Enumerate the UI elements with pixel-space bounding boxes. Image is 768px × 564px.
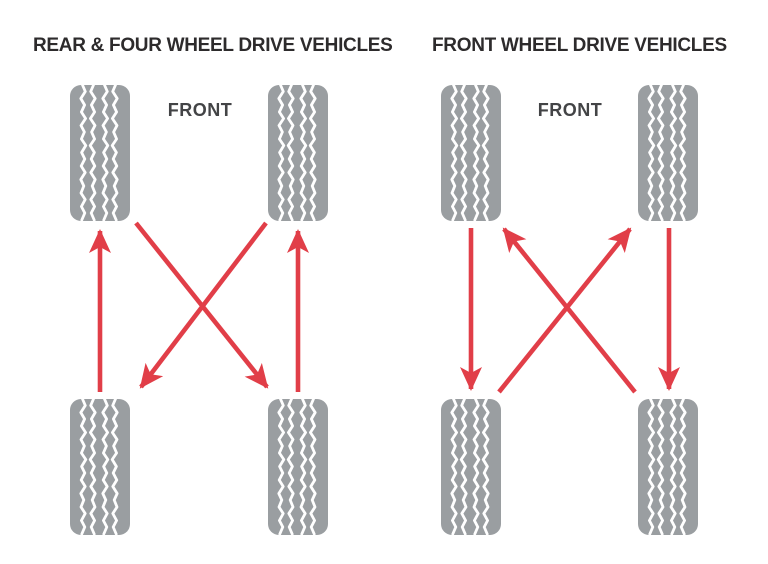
tire-rear-left-rwd xyxy=(70,399,130,535)
front-label-front-wheel-drive: FRONT xyxy=(537,100,603,120)
tire-front-left-rwd xyxy=(70,85,130,221)
front-label-rear-four-wheel-drive: FRONT xyxy=(167,100,233,120)
tire-rear-right-rwd xyxy=(268,399,328,535)
panel-rear-four-wheel-drive: REAR & FOUR WHEEL DRIVE VEHICLES FRONT xyxy=(33,35,393,564)
tire-front-right-rwd xyxy=(268,85,328,221)
tire-front-left-fwd xyxy=(441,85,501,221)
tire-front-right-fwd xyxy=(638,85,698,221)
panel-front-wheel-drive: FRONT WHEEL DRIVE VEHICLES FRONT xyxy=(384,0,768,564)
tire-rear-left-fwd xyxy=(441,399,501,535)
panel-title-rear-four-wheel-drive: REAR & FOUR WHEEL DRIVE VEHICLES xyxy=(33,35,393,56)
tire-rear-right-fwd xyxy=(638,399,698,535)
panel-title-front-wheel-drive: FRONT WHEEL DRIVE VEHICLES xyxy=(432,35,727,56)
